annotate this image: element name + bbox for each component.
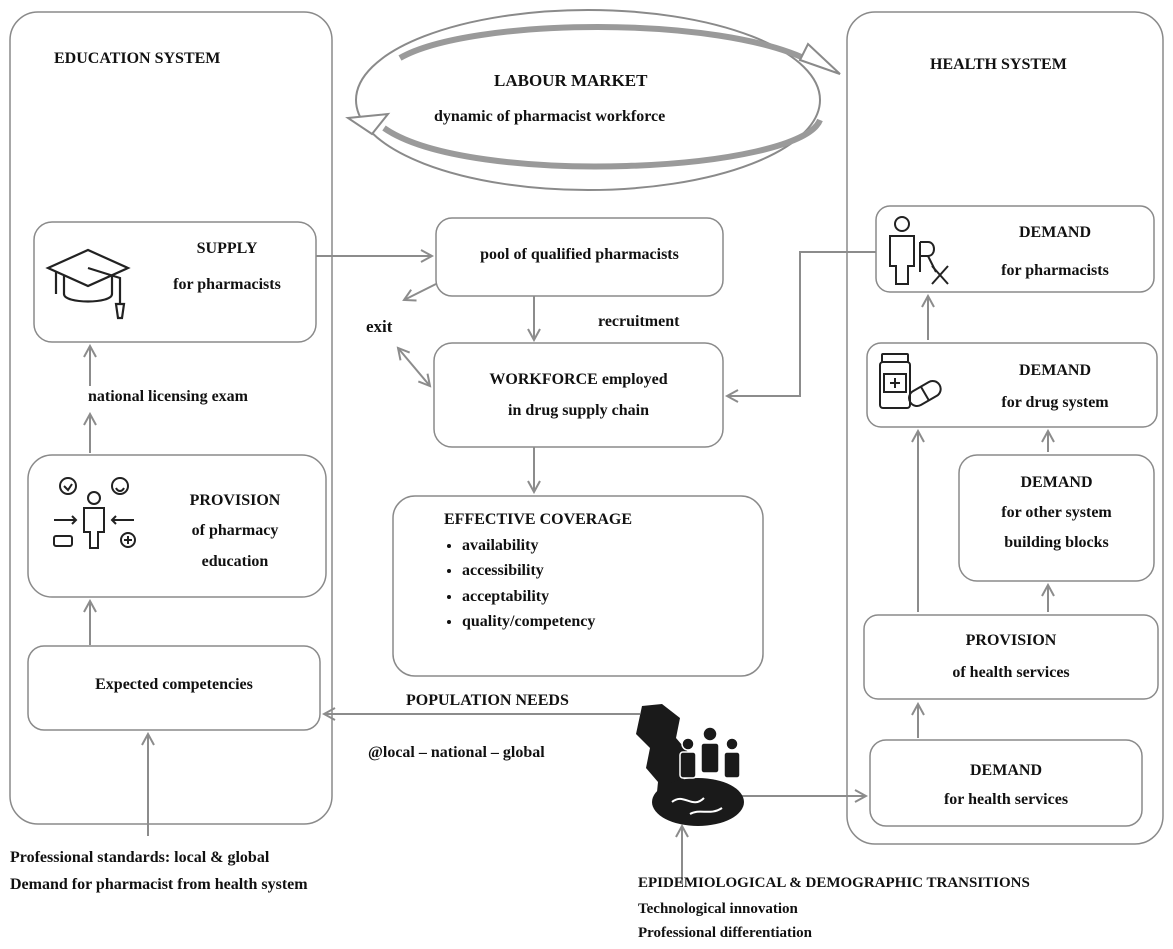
demand-drug-sub: for drug system <box>1001 394 1109 411</box>
coverage-panel: EFFECTIVE COVERAGE availability accessib… <box>444 509 632 637</box>
education-system-title: EDUCATION SYSTEM <box>54 50 221 67</box>
labour-cycle-arrow-bottom <box>382 118 823 170</box>
coverage-item: accessibility <box>462 560 632 582</box>
health-system-title: HEALTH SYSTEM <box>930 56 1067 73</box>
competencies-label: Expected competencies <box>95 676 253 693</box>
provision-education-sub1: of pharmacy <box>191 522 279 539</box>
medicine-pills-icon <box>879 353 942 409</box>
demand-pharmacists-sub: for pharmacists <box>1001 262 1109 279</box>
provision-health-sub: of health services <box>952 664 1070 681</box>
supply-title: SUPPLY <box>196 240 258 257</box>
population-needs-title: POPULATION NEEDS <box>406 692 569 709</box>
pharmacist-rx-icon <box>889 216 949 285</box>
arrow-demand-to-workforce <box>727 251 876 396</box>
health-system-panel <box>846 11 1164 845</box>
graduation-cap-icon <box>45 248 131 320</box>
demand-health-services-box <box>869 739 1143 827</box>
population-globe-icon <box>636 704 744 826</box>
pool-label: pool of qualified pharmacists <box>480 246 679 263</box>
demand-drug-box <box>866 342 1158 428</box>
workforce-line2: in drug supply chain <box>508 402 649 419</box>
professional-standards-line1: Professional standards: local & global <box>10 849 270 866</box>
coverage-item: quality/competency <box>462 611 632 633</box>
demand-health-services-title: DEMAND <box>970 762 1042 779</box>
transitions-line2: Technological innovation <box>638 901 798 917</box>
pool-box <box>435 217 724 297</box>
coverage-item: acceptability <box>462 586 632 608</box>
demand-other-sub2: building blocks <box>1004 534 1109 551</box>
licensing-exam-label: national licensing exam <box>88 388 249 405</box>
education-system-panel <box>9 11 333 825</box>
demand-other-title: DEMAND <box>1020 474 1093 491</box>
arrow-pool-exit <box>404 283 437 300</box>
competencies-box <box>27 645 321 731</box>
workforce-line1: WORKFORCE employed <box>489 371 668 388</box>
professional-standards-line2: Demand for pharmacist from health system <box>10 876 308 893</box>
demand-drug-title: DEMAND <box>1019 362 1091 379</box>
demand-pharmacists-box <box>875 205 1155 293</box>
labour-market-subtitle: dynamic of pharmacist workforce <box>434 108 666 125</box>
coverage-item: availability <box>462 535 632 557</box>
supply-subtitle: for pharmacists <box>173 276 281 293</box>
transitions-line1: EPIDEMIOLOGICAL & DEMOGRAPHIC TRANSITION… <box>638 875 1030 891</box>
coverage-title: EFFECTIVE COVERAGE <box>444 511 633 528</box>
demand-other-sub1: for other system <box>1001 504 1112 521</box>
coverage-list: availability accessibility acceptability… <box>444 535 632 633</box>
provision-education-sub2: education <box>201 553 269 570</box>
transitions-line3: Professional differentiation <box>638 925 813 941</box>
education-people-icon <box>53 477 136 549</box>
labour-market-ellipse <box>355 9 821 191</box>
demand-pharmacists-title: DEMAND <box>1019 224 1091 241</box>
provision-education-box <box>27 454 327 598</box>
population-scope: @local – national – global <box>368 744 545 761</box>
labour-cycle-arrow-top <box>398 24 814 65</box>
exit-label: exit <box>366 317 393 336</box>
provision-health-title: PROVISION <box>965 632 1057 649</box>
provision-health-box <box>863 614 1159 700</box>
arrow-exit-workforce <box>398 348 430 386</box>
provision-education-title: PROVISION <box>189 492 281 509</box>
recruitment-label: recruitment <box>598 313 680 330</box>
demand-health-services-sub: for health services <box>943 791 1069 808</box>
labour-market-title: LABOUR MARKET <box>494 71 648 90</box>
workforce-box <box>433 342 724 448</box>
coverage-box <box>392 495 764 677</box>
supply-box <box>33 221 317 343</box>
demand-other-box <box>958 454 1155 582</box>
